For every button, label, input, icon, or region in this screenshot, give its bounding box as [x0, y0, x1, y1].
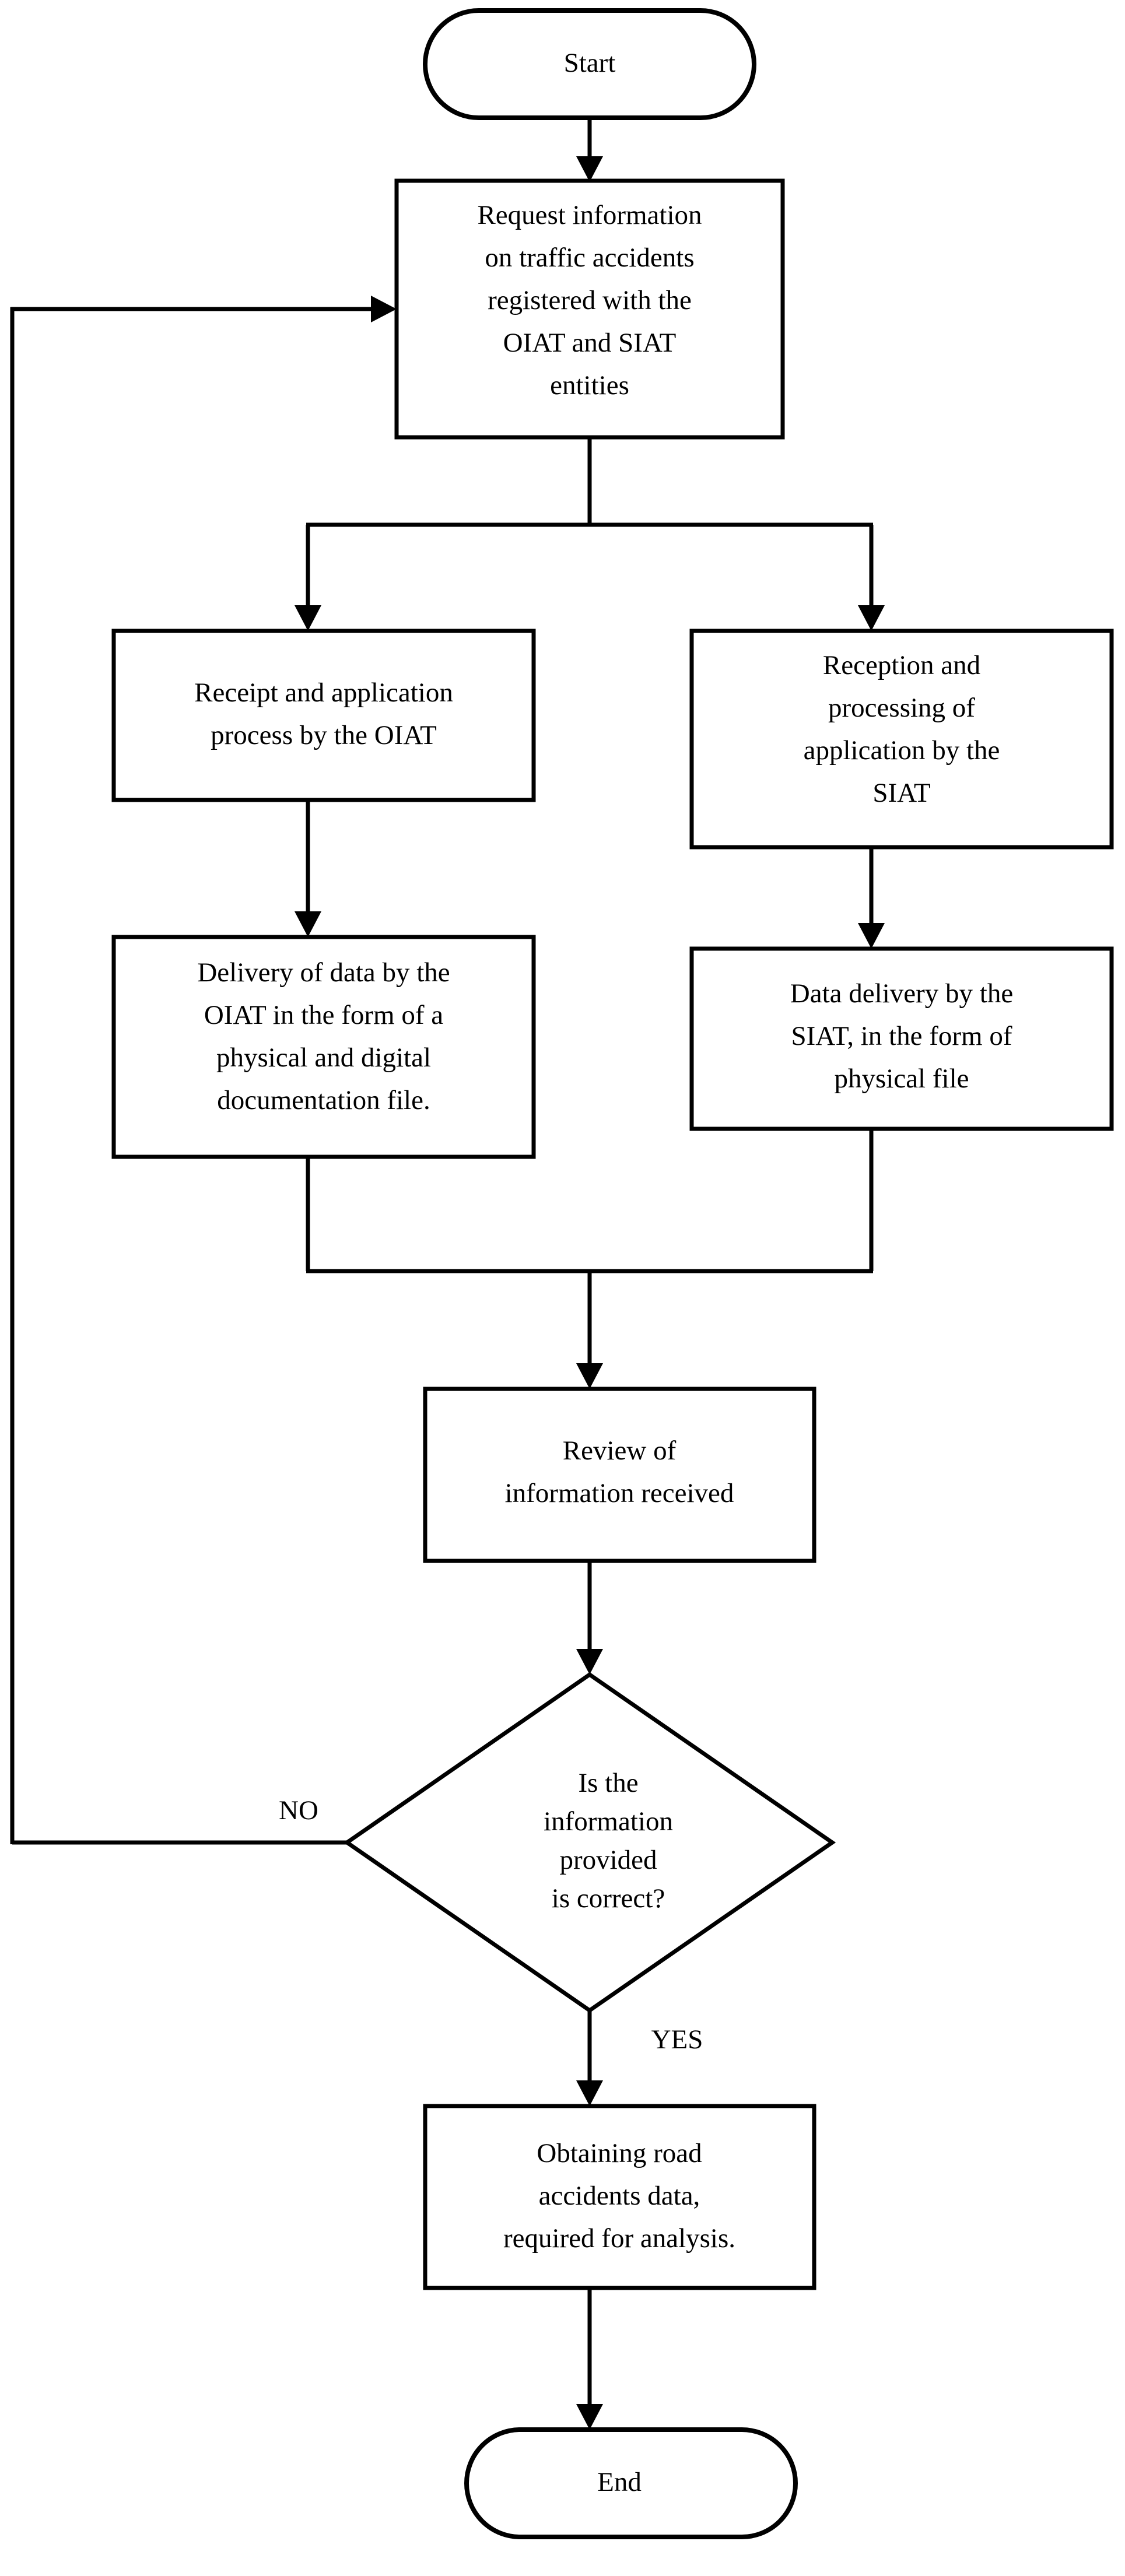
decision-line-4: is correct? [552, 1883, 665, 1914]
request-line-2: on traffic accidents [485, 243, 694, 273]
connector-oiat-receipt-to-delivery [295, 800, 321, 937]
edge-label-no: NO [279, 1795, 318, 1826]
node-decision[interactable]: Is the information provided is correct? [343, 1672, 836, 2013]
node-end[interactable]: End [464, 2427, 798, 2539]
connector-siat-reception-to-delivery [858, 847, 885, 949]
node-oiat-delivery[interactable]: Delivery of data by the OIAT in the form… [111, 935, 536, 1159]
end-shape [464, 2427, 798, 2539]
obtaining-line-1: Obtaining road [537, 2138, 702, 2168]
connector-request-to-split [295, 437, 885, 631]
obtaining-line-3: required for analysis. [503, 2223, 735, 2254]
end-label: End [597, 2467, 642, 2497]
siat-reception-line-2: processing of [828, 693, 975, 723]
siat-delivery-shape [689, 946, 1114, 1131]
connector-start-to-request [576, 118, 603, 182]
siat-reception-shape [689, 629, 1114, 850]
decision-line-3: provided [559, 1845, 657, 1875]
request-line-1: Request information [477, 200, 702, 230]
connector-deliveries-merge-to-review [306, 1129, 874, 1389]
node-siat-delivery[interactable]: Data delivery by the SIAT, in the form o… [689, 946, 1114, 1131]
node-siat-reception[interactable]: Reception and processing of application … [689, 629, 1114, 850]
connector-decision-yes-to-obtaining [576, 2010, 603, 2106]
node-oiat-receipt[interactable]: Receipt and application process by the O… [111, 629, 536, 802]
oiat-receipt-line-1: Receipt and application [194, 678, 453, 708]
connector-obtaining-to-end [576, 2288, 603, 2430]
oiat-delivery-line-2: OIAT in the form of a [204, 1000, 443, 1030]
review-shape [423, 1387, 816, 1563]
siat-reception-line-4: SIAT [872, 778, 930, 808]
siat-reception-line-1: Reception and [823, 650, 980, 680]
request-line-5: entities [550, 370, 629, 401]
connector-review-to-decision [576, 1561, 603, 1675]
obtaining-line-2: accidents data, [539, 2181, 700, 2211]
node-obtaining-road-accidents-data[interactable]: Obtaining road accidents data, required … [423, 2104, 816, 2290]
oiat-delivery-line-4: documentation file. [217, 1085, 430, 1115]
siat-delivery-line-3: physical file [834, 1064, 969, 1094]
request-shape [394, 178, 785, 440]
decision-line-2: information [544, 1806, 673, 1837]
request-line-3: registered with the [488, 285, 692, 315]
oiat-receipt-shape [111, 629, 536, 802]
siat-delivery-line-2: SIAT, in the form of [791, 1021, 1012, 1051]
siat-delivery-line-1: Data delivery by the [790, 978, 1013, 1009]
decision-shape [343, 1672, 836, 2013]
oiat-delivery-shape [111, 935, 536, 1159]
obtaining-shape [423, 2104, 816, 2290]
node-review[interactable]: Review of information received [423, 1387, 816, 1563]
oiat-receipt-line-2: process by the OIAT [211, 720, 437, 750]
siat-reception-line-3: application by the [804, 735, 1000, 766]
oiat-delivery-line-1: Delivery of data by the [197, 957, 450, 988]
oiat-delivery-line-3: physical and digital [216, 1043, 431, 1073]
start-label: Start [564, 48, 616, 78]
node-request-information[interactable]: Request information on traffic accidents… [394, 178, 785, 440]
review-line-1: Review of [563, 1436, 677, 1466]
start-shape [423, 8, 756, 120]
node-start[interactable]: Start [423, 8, 756, 120]
review-line-2: information received [505, 1478, 734, 1508]
request-line-4: OIAT and SIAT [503, 328, 677, 358]
decision-line-1: Is the [578, 1768, 638, 1798]
edge-label-yes: YES [651, 2024, 703, 2055]
